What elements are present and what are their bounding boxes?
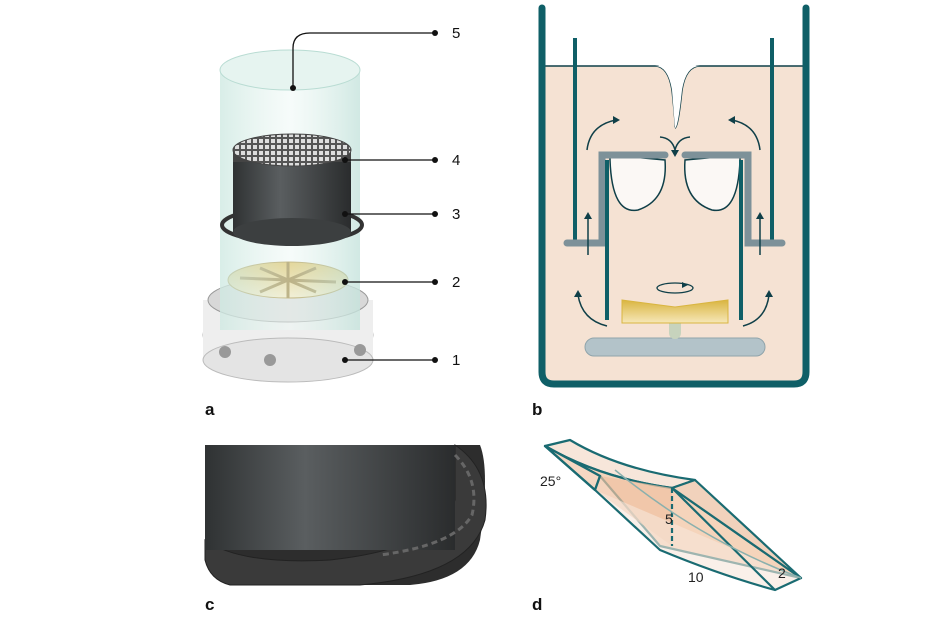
panel-b-schematic — [538, 4, 810, 388]
height-label: 5 — [665, 511, 673, 527]
draft-tube-cap — [563, 151, 786, 247]
panel-c-closeup — [204, 444, 487, 586]
angle-label: 25° — [540, 473, 561, 489]
panel-a-device-render: 5 4 3 2 1 — [202, 25, 460, 383]
callout-3: 3 — [452, 206, 460, 223]
panel-label-c: c — [205, 595, 214, 614]
callout-5: 5 — [452, 25, 460, 42]
width-label: 2 — [778, 565, 786, 581]
panel-d-blade-geometry — [543, 438, 803, 592]
callout-1: 1 — [452, 352, 460, 369]
callout-lines — [292, 32, 435, 361]
vessel-wall — [538, 4, 810, 388]
panel-label-d: d — [532, 595, 542, 614]
panel-label-b: b — [532, 400, 542, 419]
callout-4: 4 — [452, 152, 460, 169]
length-label: 10 — [688, 569, 704, 585]
stir-plate — [584, 337, 766, 357]
panel-label-a: a — [205, 400, 215, 419]
dark-cylinder-closeup — [205, 445, 455, 550]
mesh-top — [232, 133, 352, 167]
callout-2: 2 — [452, 274, 460, 291]
stir-bar — [621, 299, 729, 324]
flow-arrows — [577, 119, 770, 327]
